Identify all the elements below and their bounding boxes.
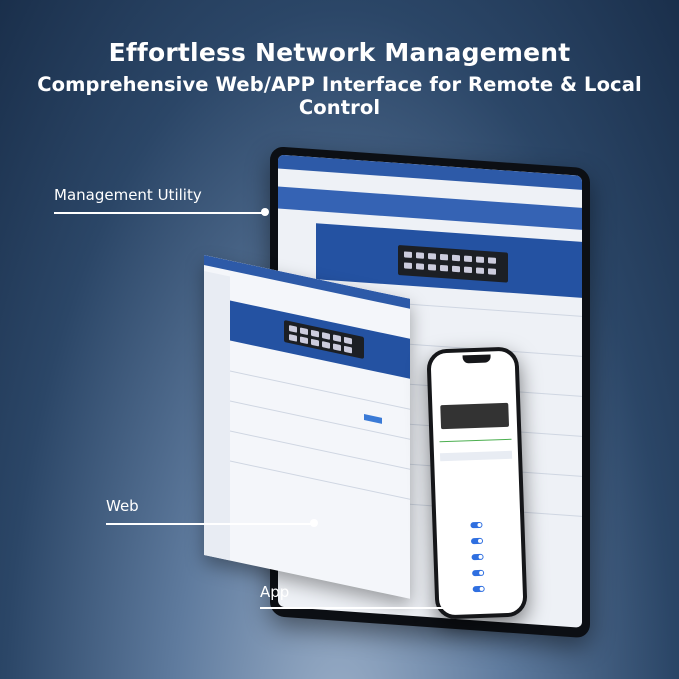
- app-switch-graphic: [440, 402, 510, 430]
- callout-management-utility: Management Utility: [54, 186, 202, 204]
- web-sidebar: [204, 271, 230, 561]
- phone-device: [426, 346, 528, 620]
- callout-line-app: [260, 607, 468, 609]
- subheadline: Comprehensive Web/APP Interface for Remo…: [37, 73, 642, 119]
- utility-titlebar: [278, 154, 582, 190]
- app-screen: [430, 350, 524, 616]
- callout-dot-app: [465, 603, 473, 611]
- phone-notch: [462, 354, 491, 364]
- callout-line-web: [106, 523, 312, 525]
- callout-dot-utility: [261, 208, 269, 216]
- web-interface-screen: [204, 255, 410, 599]
- callout-line-utility: [54, 212, 264, 214]
- web-button: [364, 414, 382, 424]
- callout-web: Web: [106, 497, 139, 515]
- headline: Effortless Network Management: [108, 38, 571, 67]
- callout-app: App: [260, 583, 290, 601]
- callout-dot-web: [310, 519, 318, 527]
